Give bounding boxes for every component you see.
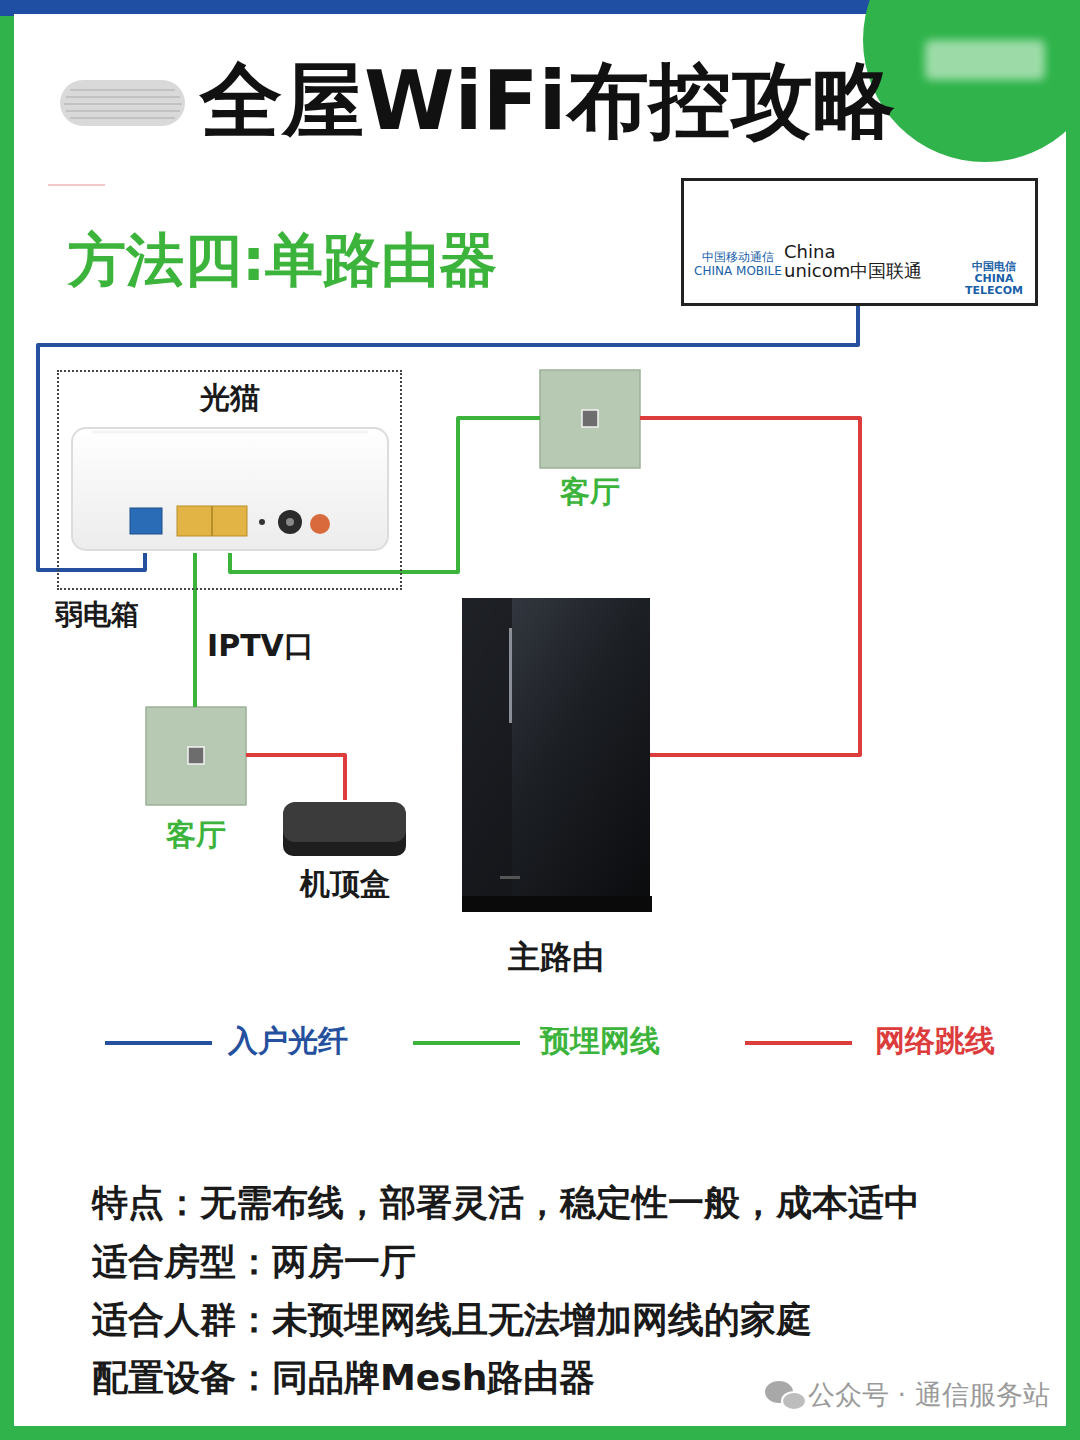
optical-modem-node: 光猫: [65, 378, 395, 553]
stb-top: [283, 802, 406, 842]
router-light: [509, 628, 512, 723]
power-button: [310, 514, 330, 534]
frame-inner: [14, 14, 1066, 1426]
wall-socket: [146, 707, 246, 805]
wall-socket-node: 客厅: [540, 370, 640, 468]
modem-body: [72, 428, 388, 550]
power-pin: [286, 518, 294, 526]
lan-ports: [177, 506, 247, 536]
pill-stripes: [64, 90, 182, 118]
feature-note: 适合人群：未预埋网线且无法增加网线的家庭: [92, 1298, 812, 1341]
pon-port: [130, 508, 162, 534]
main-router-node: 主路由: [462, 598, 650, 913]
node-label: 客厅: [116, 817, 276, 853]
feature-note: 特点：无需布线，部署灵活，稳定性一般，成本适中: [92, 1181, 920, 1224]
set-top-box-node: 机顶盒: [283, 800, 406, 857]
set-top-box: [283, 802, 406, 856]
node-label: 中国移动通信 CHINA MOBILE: [694, 251, 782, 279]
watermark: 公众号 · 通信服务站: [808, 1379, 1050, 1411]
router-badge: [500, 876, 520, 879]
isp-box: 中国移动通信 CHINA MOBILEChina unicom中国联通中国电信 …: [681, 178, 1038, 306]
wall-socket-node: 客厅: [146, 707, 246, 805]
node-label: 光猫: [65, 380, 395, 416]
bubble-b: [782, 1392, 806, 1410]
main-router: [462, 598, 652, 912]
weak-current-box: 弱电箱光猫: [57, 370, 402, 590]
legend-line-sample: [413, 1041, 520, 1045]
socket-jack: [582, 410, 598, 427]
legend-label: 网络跳线: [875, 1023, 995, 1059]
optical-modem: [72, 428, 388, 550]
lan-divider: [211, 506, 213, 536]
feature-note: 适合房型：两房一厅: [92, 1240, 416, 1283]
router-side: [462, 598, 512, 898]
title-pill: [60, 80, 185, 126]
node-label: 中国电信 CHINA TELECOM: [954, 261, 1034, 297]
wall-socket: [540, 370, 640, 468]
legend-label: 入户光纤: [228, 1023, 348, 1059]
cable-connector: [38, 306, 858, 570]
router-base: [462, 896, 652, 912]
node-label: 机顶盒: [243, 866, 446, 902]
socket-plate: [146, 707, 246, 805]
page-title: 全屋WiFi布控攻略: [200, 52, 960, 150]
cable-connector: [230, 418, 540, 572]
router-body: [462, 598, 650, 898]
legend-line-sample: [745, 1041, 852, 1045]
cable-connector: [193, 553, 197, 707]
legend-label: 预埋网线: [540, 1023, 660, 1059]
modem-top-edge: [92, 431, 368, 434]
node-label: 弱电箱: [55, 598, 195, 632]
corner-blur: [925, 40, 1045, 80]
node-label: 客厅: [510, 474, 670, 510]
socket-jack: [188, 747, 204, 764]
socket-plate: [540, 370, 640, 468]
corner-circle: [863, 0, 1080, 162]
deco-line: [48, 184, 105, 186]
cable-connector: [246, 755, 345, 800]
power-jack: [278, 510, 302, 534]
port-label: IPTV口: [207, 628, 314, 664]
legend-samples: [105, 1043, 852, 1044]
reset-hole: [259, 519, 265, 525]
frame-top-band: [0, 0, 900, 16]
pill-body: [60, 80, 185, 126]
feature-note: 配置设备：同品牌Mesh路由器: [92, 1356, 595, 1399]
cable-connector: [640, 418, 860, 755]
node-label: China unicom中国联通: [784, 243, 926, 281]
method-heading: 方法四:单路由器: [68, 226, 497, 296]
wechat-icon: [765, 1381, 806, 1410]
legend-line-sample: [105, 1041, 212, 1045]
node-label: 主路由: [432, 938, 680, 976]
